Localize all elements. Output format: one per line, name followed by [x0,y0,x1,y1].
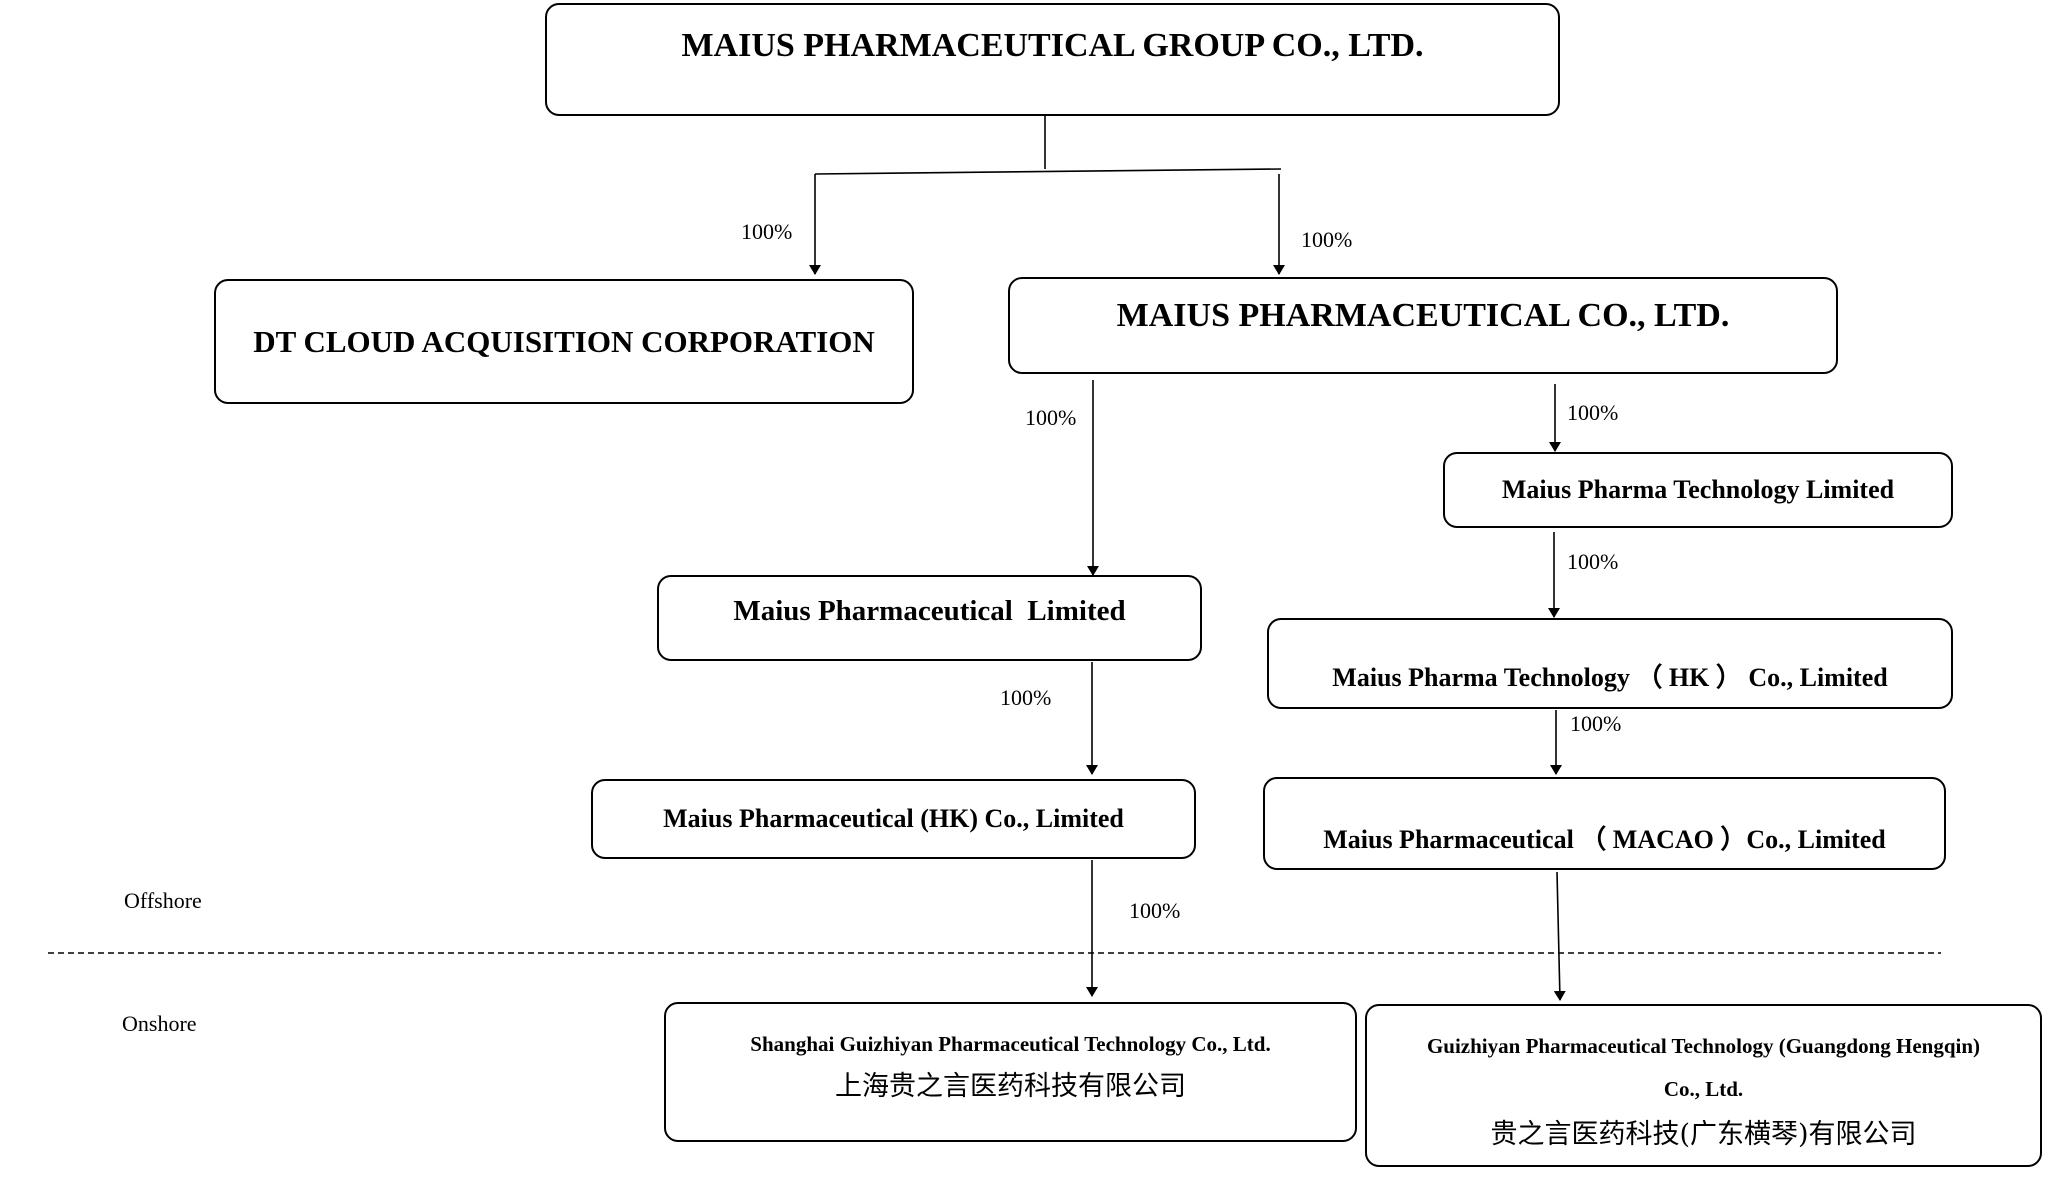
ownership-label-pharma-hk: 100% [1000,685,1052,710]
group-split-connector [814,168,1282,175]
group-entity-name: MAIUS PHARMACEUTICAL GROUP CO., LTD. [681,27,1424,64]
guangdong-entity-box: Guizhiyan Pharmaceutical Technology (Gua… [1365,1004,2042,1167]
pharma-ltd-entity-name: Maius Pharmaceutical Limited [733,595,1126,627]
ownership-label-pharma-macao: 100% [1570,711,1622,736]
ownership-label-pharma-ltd: 100% [1025,405,1077,430]
pharma-tech-ltd-entity-name: Maius Pharma Technology Limited [1501,475,1895,504]
pharma-macao-entity-name: Maius Pharmaceutical （ MACAO ）Co., Limit… [1323,825,1886,854]
ownership-label-pharma-tech-ltd: 100% [1567,400,1619,425]
pharma-hk-entity-name: Maius Pharmaceutical (HK) Co., Limited [663,804,1124,833]
dt-cloud-entity-box: DT CLOUD ACQUISITION CORPORATION [214,279,914,404]
dt-cloud-entity-name: DT CLOUD ACQUISITION CORPORATION [253,323,875,359]
maius-co-entity-name: MAIUS PHARMACEUTICAL CO., LTD. [1116,297,1730,334]
shanghai-entity-name-en: Shanghai Guizhiyan Pharmaceutical Techno… [750,1032,1271,1056]
offshore-label: Offshore [124,888,202,913]
pharma-tech-ltd-entity-box: Maius Pharma Technology Limited [1443,452,1953,528]
maius-co-entity-box: MAIUS PHARMACEUTICAL CO., LTD. [1008,277,1838,374]
onshore-label: Onshore [122,1011,197,1036]
pharma-ltd-entity-box: Maius Pharmaceutical Limited [657,575,1202,661]
group-entity-box: MAIUS PHARMACEUTICAL GROUP CO., LTD. [545,3,1560,116]
ownership-label-pharma-tech-hk: 100% [1567,549,1619,574]
shanghai-entity-name-cn: 上海贵之言医药科技有限公司 [835,1071,1186,1102]
pharma-hk-entity-box: Maius Pharmaceutical (HK) Co., Limited [591,779,1196,859]
pharma-tech-hk-entity-name: Maius Pharma Technology （ HK ） Co., Limi… [1332,663,1888,692]
guangdong-entity-name-en-line1: Guizhiyan Pharmaceutical Technology (Gua… [1426,1034,1981,1058]
pharma-macao-entity-box: Maius Pharmaceutical （ MACAO ）Co., Limit… [1263,777,1946,870]
arrow-to-guangdong [1553,871,1566,1001]
ownership-label-dt-cloud: 100% [741,219,793,244]
ownership-label-maius-co: 100% [1301,227,1353,252]
pharma-tech-hk-entity-box: Maius Pharma Technology （ HK ） Co., Limi… [1267,618,1953,709]
ownership-label-shanghai: 100% [1129,898,1181,923]
guangdong-entity-name-en-line2: Co., Ltd. [1663,1077,1744,1101]
guangdong-entity-name-cn: 贵之言医药科技(广东横琴)有限公司 [1490,1119,1917,1150]
shanghai-entity-box: Shanghai Guizhiyan Pharmaceutical Techno… [664,1002,1357,1142]
